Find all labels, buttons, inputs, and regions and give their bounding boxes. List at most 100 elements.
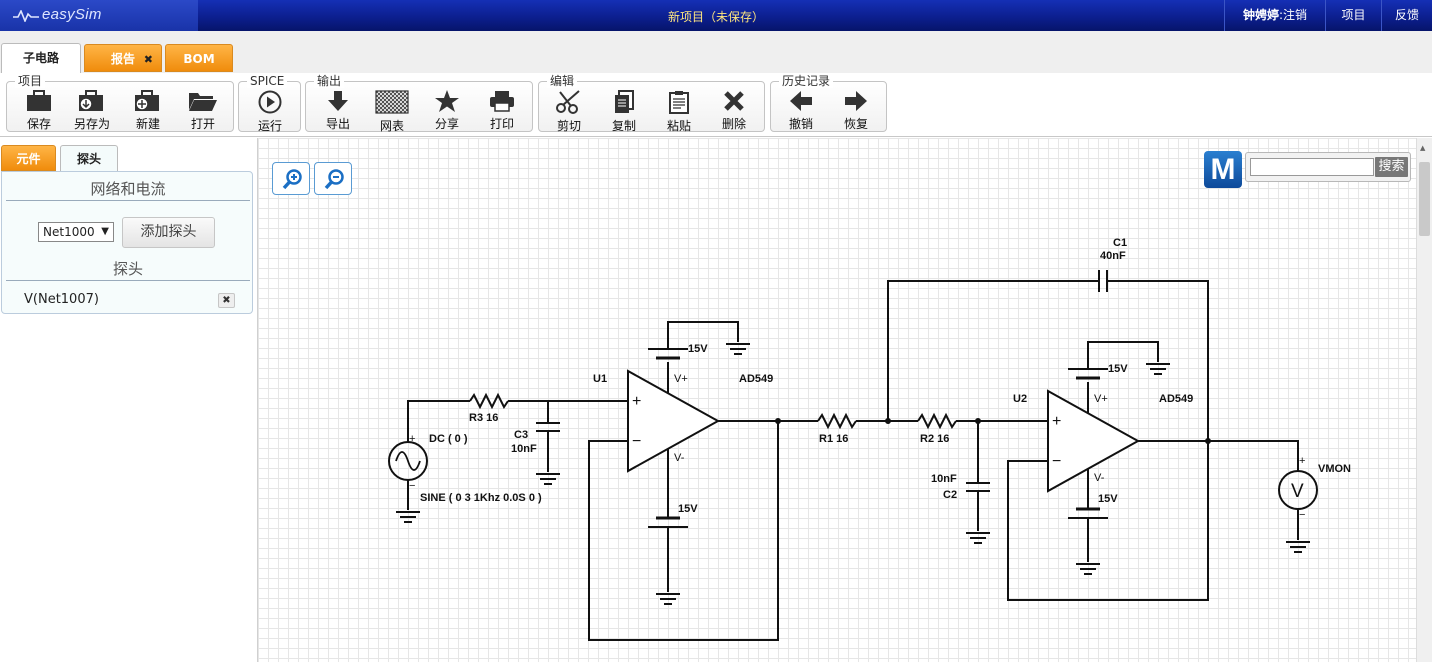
paste-button[interactable]: 粘贴	[652, 90, 706, 133]
share-label: 分享	[434, 117, 459, 131]
scrollbar-thumb[interactable]	[1419, 162, 1430, 236]
feedback-link[interactable]: 反馈	[1381, 0, 1432, 31]
tab-report[interactable]: 报告 ✖	[84, 44, 162, 72]
export-button[interactable]: 导出	[311, 90, 365, 131]
open-button[interactable]: 打开	[176, 90, 230, 131]
briefcase-download-icon	[79, 90, 103, 111]
label-voltmeter-v: V	[1291, 481, 1304, 502]
parts-search-input[interactable]	[1250, 158, 1374, 176]
delete-x-icon	[724, 91, 744, 111]
briefcase-icon	[27, 90, 51, 111]
arrow-left-icon	[790, 91, 812, 111]
label-sine: SINE ( 0 3 1Khz 0.0S 0 )	[420, 492, 542, 504]
label-c2-value: 10nF	[931, 473, 957, 485]
schematic-canvas[interactable]: + − + −	[258, 138, 1432, 662]
search-button[interactable]: 搜索	[1375, 157, 1408, 177]
probe-list-item[interactable]: V(Net1007)	[24, 292, 99, 307]
label-u2-part: AD549	[1159, 393, 1193, 405]
netlist-button[interactable]: 网表	[365, 90, 419, 133]
resistor-r3[interactable]	[469, 392, 509, 410]
label-u1-top-supply: 15V	[688, 343, 708, 355]
paste-label: 粘贴	[666, 119, 691, 133]
tab-report-label: 报告	[110, 52, 135, 66]
left-panel: 元件 探头 网络和电流 探头 Net1000 ▼ 添加探头 V(Net1007)…	[0, 138, 258, 662]
folder-open-icon	[189, 93, 217, 111]
download-arrow-icon	[328, 91, 348, 111]
toolbar-group-history: 历史记录 撤销 恢复	[770, 74, 887, 132]
toolbar-group-project: 项目 保存 另存为 新建 打开	[6, 74, 234, 132]
tab-parts[interactable]: 元件	[1, 145, 56, 171]
label-c3-name: C3	[514, 429, 528, 441]
save-as-button[interactable]: 另存为	[65, 90, 119, 131]
ground-symbol-source	[396, 511, 420, 523]
copy-icon	[615, 90, 634, 113]
label-vmon: VMON	[1318, 463, 1351, 475]
open-label: 打开	[190, 117, 215, 131]
label-c2-name: C2	[943, 489, 957, 501]
ground-symbol-u2-bottom	[1076, 563, 1100, 575]
circuit-schematic[interactable]: + − + −	[258, 138, 1416, 662]
ground-symbol-u2-top	[1146, 363, 1170, 375]
label-u1-part: AD549	[739, 373, 773, 385]
ground-symbol-vmon	[1286, 541, 1310, 553]
cut-button[interactable]: 剪切	[542, 90, 596, 133]
label-r1: R1 16	[819, 433, 848, 445]
resistor-r1[interactable]	[817, 412, 857, 430]
app-logo[interactable]: easySim	[0, 0, 198, 31]
delete-button[interactable]: 删除	[707, 90, 761, 131]
tab-probe[interactable]: 探头	[60, 145, 118, 172]
zoom-out-icon	[324, 169, 344, 190]
remove-probe-icon[interactable]: ✖	[218, 293, 235, 308]
redo-button[interactable]: 恢复	[829, 90, 883, 131]
net-select-value: Net1000	[43, 225, 95, 239]
capacitor-c2[interactable]	[966, 482, 990, 492]
close-icon[interactable]: ✖	[143, 53, 153, 66]
svg-text:−: −	[632, 433, 641, 450]
net-select[interactable]: Net1000 ▼	[38, 222, 114, 242]
briefcase-plus-icon	[135, 90, 159, 111]
star-icon	[435, 90, 459, 112]
parts-search-logo: M	[1204, 151, 1242, 188]
tab-subcircuit[interactable]: 子电路	[1, 43, 81, 73]
user-name: 钟娉婷	[1242, 8, 1279, 22]
clipboard-icon	[669, 91, 689, 114]
resistor-r2[interactable]	[917, 412, 957, 430]
label-u2-bottom-supply: 15V	[1098, 493, 1118, 505]
zoom-out-button[interactable]	[314, 162, 352, 195]
label-r2: R2 16	[920, 433, 949, 445]
waveform-icon	[13, 10, 39, 22]
opamp-u2[interactable]	[1047, 389, 1141, 493]
zoom-in-icon	[282, 169, 302, 190]
netlist-label: 网表	[379, 119, 404, 133]
group-title-spice: SPICE	[247, 74, 288, 88]
label-u1-bottom-supply: 15V	[678, 503, 698, 515]
run-button[interactable]: 运行	[243, 90, 297, 133]
new-label: 新建	[135, 117, 160, 131]
share-button[interactable]: 分享	[420, 90, 474, 131]
print-button[interactable]: 打印	[475, 90, 529, 131]
capacitor-c3[interactable]	[536, 422, 560, 432]
new-button[interactable]: 新建	[121, 90, 175, 131]
svg-text:+: +	[1299, 455, 1305, 467]
svg-text:+: +	[409, 433, 415, 445]
undo-button[interactable]: 撤销	[774, 90, 828, 131]
add-probe-button[interactable]: 添加探头	[122, 217, 215, 248]
project-menu-link[interactable]: 项目	[1325, 0, 1381, 31]
tab-bom[interactable]: BOM	[165, 44, 233, 72]
copy-label: 复制	[611, 119, 636, 133]
opamp-u1[interactable]	[627, 369, 721, 473]
copy-button[interactable]: 复制	[597, 90, 651, 133]
scroll-up-icon[interactable]: ▲	[1420, 144, 1426, 152]
vertical-scrollbar[interactable]: ▲	[1416, 138, 1432, 662]
save-button[interactable]: 保存	[12, 90, 66, 131]
printer-icon	[490, 91, 514, 112]
toolbar-group-spice: SPICE 运行	[238, 74, 301, 133]
label-u2-vminus: V-	[1094, 472, 1105, 484]
label-c1-name: C1	[1113, 237, 1127, 249]
logout-link[interactable]: :注销	[1278, 8, 1308, 22]
cut-label: 剪切	[556, 119, 581, 133]
user-logout[interactable]: 钟娉婷:注销	[1224, 0, 1325, 31]
redo-label: 恢复	[843, 117, 868, 131]
capacitor-c1[interactable]	[1098, 270, 1108, 292]
zoom-in-button[interactable]	[272, 162, 310, 195]
